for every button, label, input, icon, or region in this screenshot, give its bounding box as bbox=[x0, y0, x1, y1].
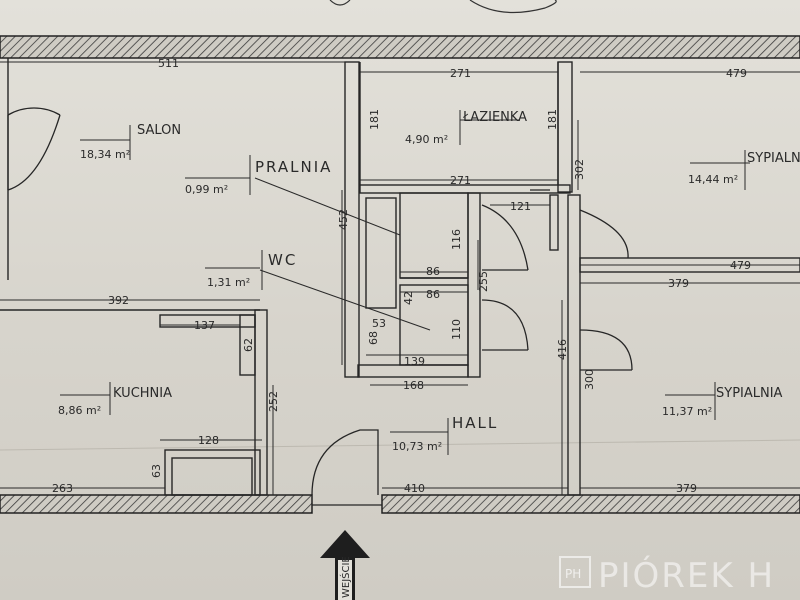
watermark-logo: PH bbox=[565, 567, 581, 581]
room-area-kuchnia: 8,86 m² bbox=[58, 404, 101, 417]
dim-62: 62 bbox=[242, 338, 255, 352]
outer-wall-bottom-right bbox=[381, 494, 800, 514]
paper-fold bbox=[0, 439, 800, 451]
dim-bath-left: 181 bbox=[368, 109, 381, 130]
room-area-salon: 18,34 m² bbox=[80, 148, 130, 161]
dim-302: 302 bbox=[573, 159, 586, 180]
dim-42: 42 bbox=[402, 291, 415, 305]
dim-128: 128 bbox=[198, 434, 219, 447]
dim-416: 416 bbox=[556, 339, 569, 360]
dim-86b: 86 bbox=[426, 288, 440, 301]
dimension-lines bbox=[0, 61, 800, 495]
dim-255: 255 bbox=[477, 271, 490, 292]
dim-168: 168 bbox=[403, 379, 424, 392]
dim-63: 63 bbox=[150, 464, 163, 478]
doors bbox=[7, 107, 633, 506]
dim-top-salon: 511 bbox=[158, 57, 179, 70]
outer-wall-bottom-left bbox=[0, 494, 313, 514]
watermark-logo-icon bbox=[559, 556, 591, 588]
room-area-sypialnia-1: 14,44 m² bbox=[688, 173, 738, 186]
watermark-text: PIÓREK H bbox=[598, 555, 775, 596]
dim-86a: 86 bbox=[426, 265, 440, 278]
room-name-wc: WC bbox=[268, 251, 297, 269]
dim-139: 139 bbox=[404, 355, 425, 368]
dim-53: 53 bbox=[372, 317, 386, 330]
room-area-pralnia: 0,99 m² bbox=[185, 183, 228, 196]
dim-116: 116 bbox=[450, 229, 463, 250]
internal-walls bbox=[0, 58, 800, 496]
dim-top-bed: 479 bbox=[726, 67, 747, 80]
room-name-sypialnia-1: SYPIALNIA bbox=[747, 151, 800, 166]
room-name-sypialnia-2: SYPIALNIA bbox=[716, 386, 783, 401]
dim-263: 263 bbox=[52, 482, 73, 495]
dim-110: 110 bbox=[450, 319, 463, 340]
dim-300: 300 bbox=[583, 369, 596, 390]
room-name-hall: HALL bbox=[452, 414, 498, 432]
room-name-lazienka: ŁAZIENKA bbox=[462, 110, 527, 125]
entrance-arrow-icon bbox=[320, 530, 370, 600]
watermark: PH PIÓREK H bbox=[559, 555, 775, 596]
room-area-sypialnia-2: 11,37 m² bbox=[662, 405, 712, 418]
room-name-pralnia: PRALNIA bbox=[255, 158, 332, 176]
dim-68: 68 bbox=[367, 331, 380, 345]
dim-479-right: 479 bbox=[730, 259, 751, 272]
dim-bath-right: 181 bbox=[546, 109, 559, 130]
top-sketch bbox=[329, 0, 557, 14]
dimension-labels: 511 271 479 181 181 271 302 452 121 116 … bbox=[52, 57, 751, 495]
dim-392: 392 bbox=[108, 294, 129, 307]
room-name-kuchnia: KUCHNIA bbox=[113, 386, 172, 401]
dim-252: 252 bbox=[267, 391, 280, 412]
dim-137: 137 bbox=[194, 319, 215, 332]
dim-121: 121 bbox=[510, 200, 531, 213]
dim-379-bottom: 379 bbox=[676, 482, 697, 495]
dim-410: 410 bbox=[404, 482, 425, 495]
dim-bath-bottom: 271 bbox=[450, 174, 471, 187]
room-area-wc: 1,31 m² bbox=[207, 276, 250, 289]
dim-379-right: 379 bbox=[668, 277, 689, 290]
dim-452: 452 bbox=[337, 209, 350, 230]
outer-wall-top bbox=[0, 35, 800, 59]
room-area-lazienka: 4,90 m² bbox=[405, 133, 448, 146]
entrance-label: WEJŚCIE bbox=[339, 556, 352, 598]
dim-top-bath: 271 bbox=[450, 67, 471, 80]
room-area-hall: 10,73 m² bbox=[392, 440, 442, 453]
room-name-salon: SALON bbox=[137, 123, 181, 138]
